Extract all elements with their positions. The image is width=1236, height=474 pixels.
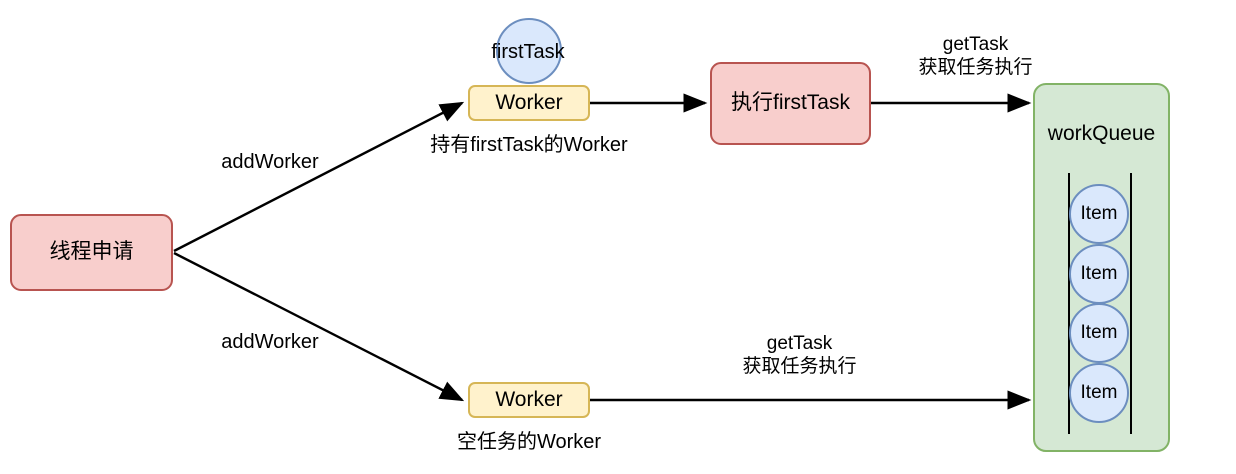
edge-add-worker-top bbox=[173, 101, 465, 253]
node-worker-with-task-label: Worker bbox=[495, 90, 563, 114]
queue-rail-right bbox=[1130, 173, 1132, 434]
queue-item-label: Item bbox=[1080, 203, 1118, 225]
node-worker-with-task-caption: 持有firstTask的Worker bbox=[430, 134, 628, 156]
queue-item-label: Item bbox=[1080, 322, 1118, 344]
queue-item-2[interactable]: Item bbox=[1069, 303, 1129, 363]
node-worker-empty[interactable]: Worker bbox=[468, 382, 590, 418]
edge-add-worker-bottom bbox=[173, 251, 465, 402]
queue-item-1[interactable]: Item bbox=[1069, 244, 1129, 304]
node-thread-request[interactable]: 线程申请 bbox=[10, 214, 173, 291]
queue-item-label: Item bbox=[1080, 263, 1118, 285]
queue-rail-left bbox=[1068, 173, 1070, 434]
node-execute-first-task-label: 执行firstTask bbox=[730, 91, 850, 115]
node-execute-first-task[interactable]: 执行firstTask bbox=[710, 62, 871, 145]
node-worker-with-task[interactable]: Worker bbox=[468, 85, 590, 121]
node-thread-request-label: 线程申请 bbox=[49, 240, 134, 264]
node-work-queue-label: workQueue bbox=[1047, 122, 1156, 145]
node-first-task-circle[interactable] bbox=[496, 18, 562, 84]
queue-item-0[interactable]: Item bbox=[1069, 184, 1129, 244]
queue-item-3[interactable]: Item bbox=[1069, 363, 1129, 423]
node-worker-empty-caption: 空任务的Worker bbox=[456, 431, 602, 453]
node-worker-empty-label: Worker bbox=[495, 387, 563, 411]
queue-item-label: Item bbox=[1080, 382, 1118, 404]
